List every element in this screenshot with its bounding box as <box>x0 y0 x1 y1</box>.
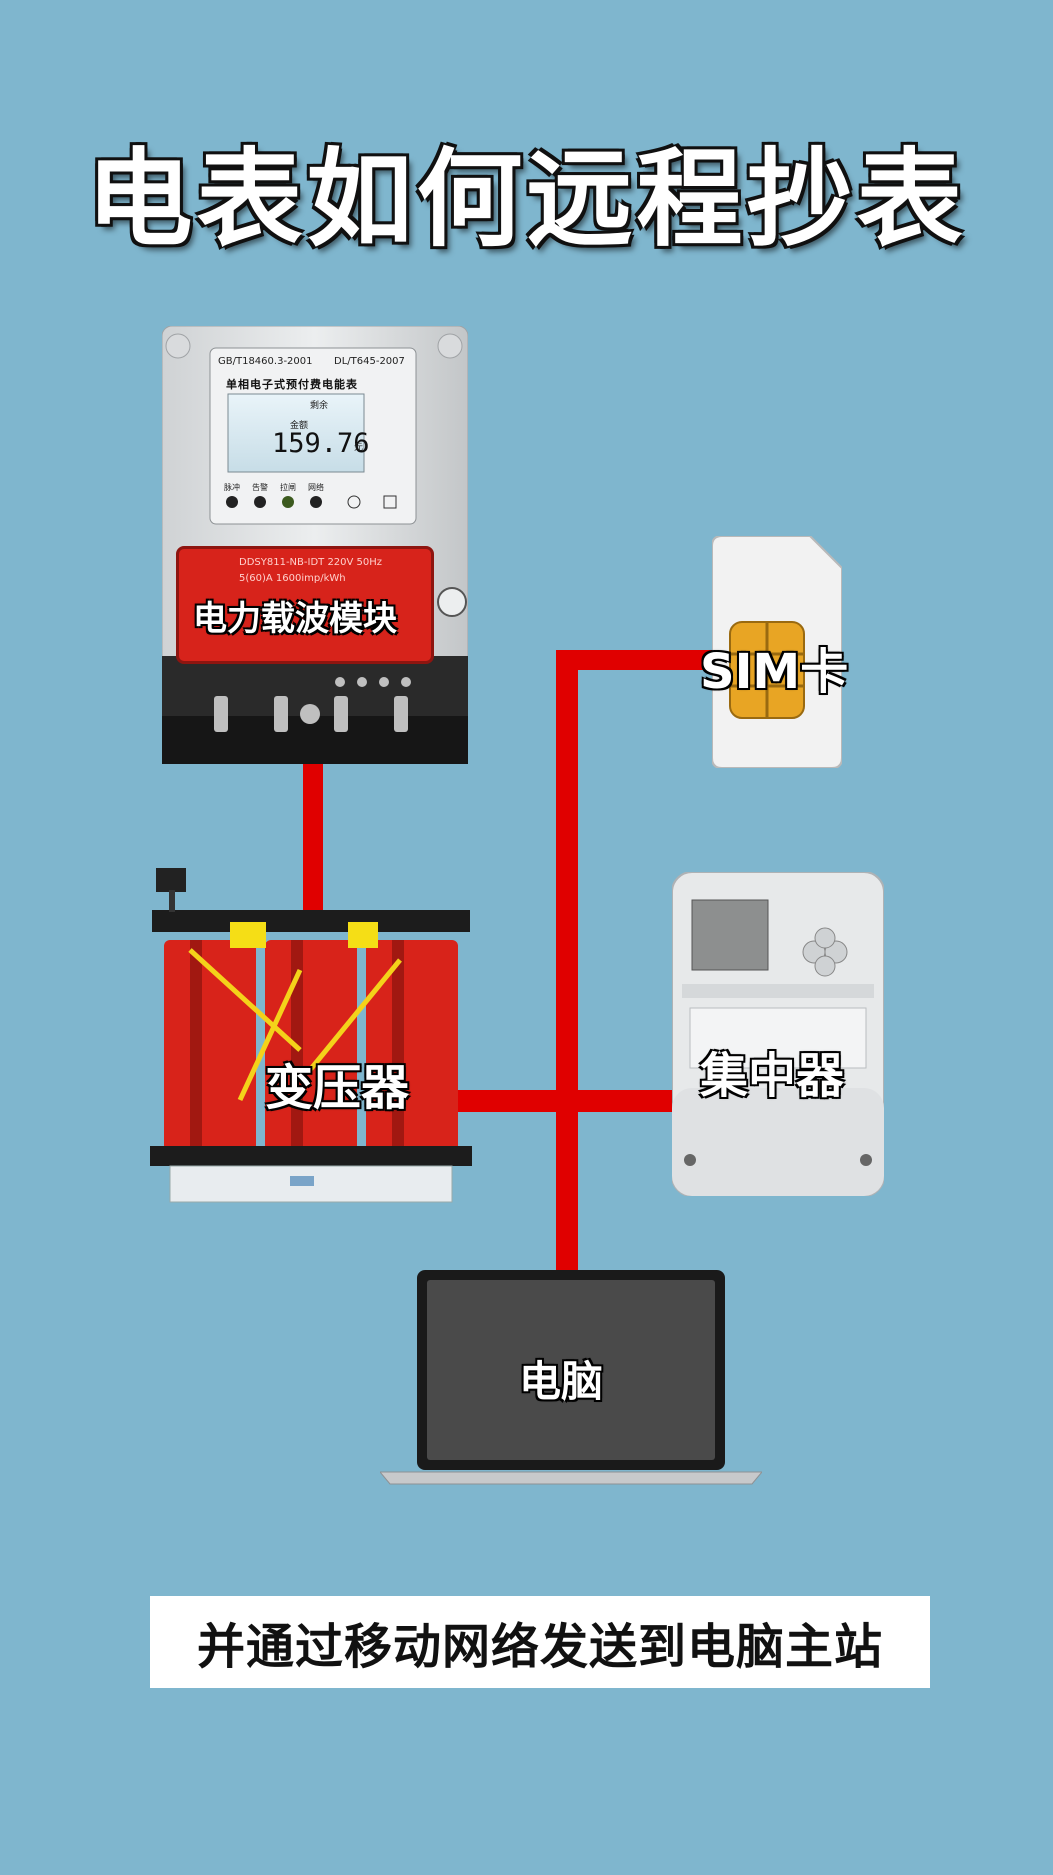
electric-meter: GB/T18460.3-2001 DL/T645-2007 单相电子式预付费电能… <box>161 325 469 765</box>
indicator-alarm-label: 告警 <box>252 483 268 492</box>
computer-label: 电脑 <box>519 1357 604 1406</box>
caption: 并通过移动网络发送到电脑主站 <box>196 1619 883 1675</box>
meter-reading: 159.76 <box>272 428 370 459</box>
wire-to-sim <box>556 650 721 670</box>
wire-transformer-concentrator <box>455 1090 675 1112</box>
meter-remaining-label: 剩余 <box>310 401 329 411</box>
concentrator-graphic <box>671 871 885 1197</box>
module-plate-line2: 5(60)A 1600imp/kWh <box>239 573 346 584</box>
concentrator: 集中器 <box>671 871 885 1197</box>
transformer-label: 变压器 <box>265 1060 410 1116</box>
transformer-graphic <box>150 868 472 1203</box>
carrier-module: DDSY811-NB-IDT 220V 50Hz 5(60)A 1600imp/… <box>176 546 434 664</box>
caption-box: 并通过移动网络发送到电脑主站 <box>150 1596 930 1688</box>
indicator-network-label: 网络 <box>308 483 324 492</box>
sim-label: SIM卡 <box>700 644 849 700</box>
indicator-trip-label: 拉闸 <box>280 483 296 492</box>
meter-unit: 元 <box>354 443 364 453</box>
sim-card: SIM卡 <box>700 535 848 769</box>
indicator-pulse-label: 脉冲 <box>224 483 240 492</box>
wire-trunk-vertical <box>556 650 578 1270</box>
page-title: 电表如何远程抄表 <box>86 138 967 261</box>
concentrator-label: 集中器 <box>700 1048 845 1104</box>
sim-card-icon <box>711 535 843 769</box>
laptop-graphic <box>378 1270 764 1485</box>
meter-standard-right: DL/T645-2007 <box>334 356 405 367</box>
module-plate-line1: DDSY811-NB-IDT 220V 50Hz <box>239 557 383 568</box>
meter-name: 单相电子式预付费电能表 <box>226 378 358 391</box>
wire-meter-transformer <box>303 760 323 910</box>
computer: 电脑 <box>378 1268 764 1488</box>
module-label: 电力载波模块 <box>193 599 397 639</box>
meter-amount-label: 金额 <box>290 421 309 431</box>
meter-standard-left: GB/T18460.3-2001 <box>218 356 313 367</box>
transformer: 变压器 <box>150 850 472 1210</box>
